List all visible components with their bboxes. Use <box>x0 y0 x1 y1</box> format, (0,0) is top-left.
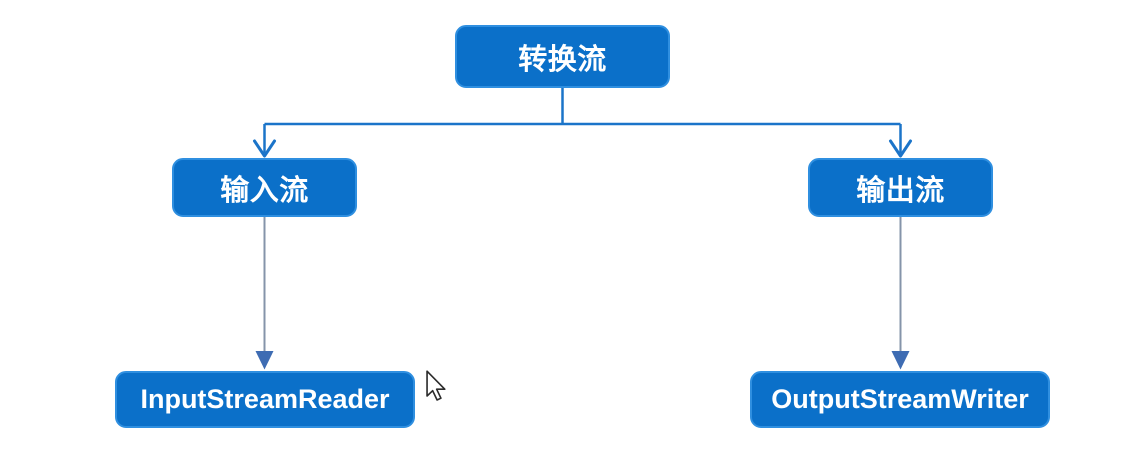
node-input-stream: 输入流 <box>172 158 357 217</box>
arrowhead-input-icon <box>253 139 276 158</box>
arrowhead-output-icon <box>889 139 912 158</box>
node-outputstreamwriter: OutputStreamWriter <box>750 371 1050 428</box>
mouse-cursor-icon <box>426 370 446 401</box>
mouse-cursor-shape <box>426 370 446 401</box>
node-conversion-stream: 转换流 <box>455 25 670 88</box>
arrowhead-input-impl-icon <box>255 351 274 370</box>
arrowhead-output-impl-icon <box>891 351 910 370</box>
node-output-stream: 输出流 <box>808 158 993 217</box>
node-inputstreamreader: InputStreamReader <box>115 371 415 428</box>
